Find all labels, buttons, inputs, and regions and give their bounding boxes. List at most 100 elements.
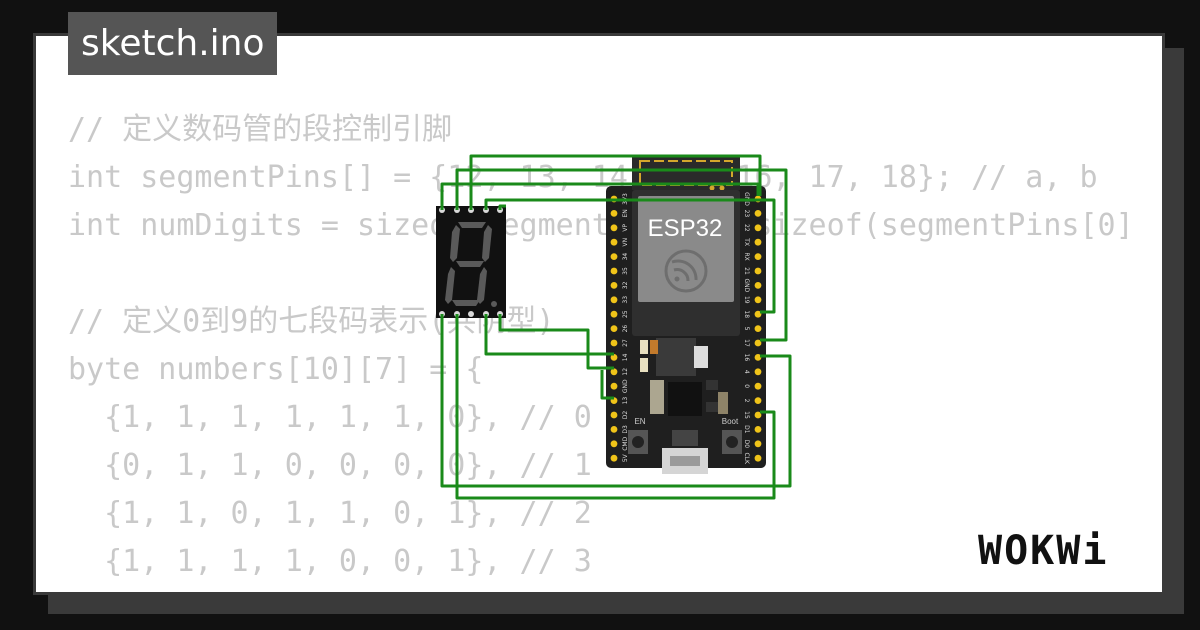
boot-label: Boot [722,417,739,426]
pin-label: D3 [622,425,629,434]
pin-0[interactable] [754,382,762,390]
pin-label: 27 [622,339,629,347]
pin-tx[interactable] [754,238,762,246]
code-line: {1, 1, 1, 1, 0, 0, 1}, // 3 [68,544,592,579]
pin-label: 33 [622,296,629,304]
pin-label: GND [743,279,750,293]
wire [440,314,792,488]
pin-34[interactable] [610,253,618,260]
pin-gnd[interactable] [754,282,762,289]
code-line: int segmentPins[] = {12, 13, 14, 15, 16,… [68,160,1098,195]
pin-d1[interactable] [754,426,762,433]
pin-label: 5V [622,453,629,462]
pin-clk[interactable] [754,454,762,462]
wire [484,198,776,314]
pin-label: 25 [622,310,629,318]
board-label: ESP32 [648,215,723,242]
pin-4[interactable] [754,368,762,376]
pin-en[interactable] [610,210,618,217]
pin-d0[interactable] [754,440,762,448]
pin-18[interactable] [754,310,762,318]
file-tab[interactable]: sketch.ino [68,12,278,75]
wire [600,370,614,400]
pin-label: TX [743,237,750,246]
pin-15[interactable] [754,411,762,419]
esp32-board[interactable]: ESP32 EN Boot [606,156,766,474]
pin-25[interactable] [610,310,618,318]
pin-label: 12 [622,368,629,376]
pin-label: VN [622,238,629,247]
pin-label: 16 [743,354,750,362]
pin-23[interactable] [754,210,762,217]
pin-22[interactable] [754,224,762,232]
pin-label: CMD [622,436,629,450]
pin-14[interactable] [610,354,618,361]
pin-5v[interactable] [610,454,618,462]
pin-rx[interactable] [754,253,762,260]
wire [498,314,614,370]
pin-label: 18 [743,310,750,318]
pin-16[interactable] [754,354,762,361]
pin-32[interactable] [610,282,618,289]
pin-21[interactable] [754,267,762,275]
pin-d2[interactable] [610,411,618,419]
pin-label: 34 [622,253,629,261]
pin-label: EN [622,209,629,217]
pin-label: 0 [743,384,750,388]
pin-35[interactable] [610,267,618,275]
espressif-logo-icon [664,249,708,293]
pin-label: 2 [743,399,750,403]
pin-label: 35 [622,267,629,275]
pin-2[interactable] [754,397,762,404]
pin-vn[interactable] [610,238,618,246]
segment-digit-icon [445,222,497,307]
pin-label: 26 [622,325,629,333]
pin-gnd[interactable] [610,382,618,390]
pin-label: 14 [622,353,629,361]
wire [469,154,762,210]
pin-17[interactable] [754,339,762,347]
pin-label: 21 [743,267,750,275]
code-line: // 定义数码管的段控制引脚 [68,112,453,147]
wire [455,314,776,500]
pin-label: 15 [743,411,750,419]
pin-d3[interactable] [610,426,618,433]
pin-19[interactable] [754,296,762,304]
pin-label: D0 [743,440,750,449]
code-line: byte numbers[10][7] = { [68,352,484,387]
pin-label: VP [622,224,629,232]
pin-27[interactable] [610,339,618,347]
pin-label: D2 [622,411,629,420]
wire [440,182,760,210]
pin-label: 19 [743,296,750,304]
wire [455,168,788,342]
pin-label: RX [743,252,750,260]
code-line: {1, 1, 1, 1, 1, 1, 0}, // 0 [68,400,592,435]
code-line: {1, 1, 0, 1, 1, 0, 1}, // 2 [68,496,592,531]
boot-button[interactable] [722,430,742,454]
pin-label: 5 [743,327,750,331]
pin-label: 32 [622,281,629,289]
pin-cmd[interactable] [610,440,618,448]
pin-label: 17 [743,339,750,347]
pin-label: D1 [743,425,750,434]
en-button[interactable] [628,430,648,454]
usb-port [662,430,708,474]
pin-label: 13 [622,397,629,405]
en-label: EN [634,417,645,426]
pin-label: 4 [743,370,750,374]
pin-33[interactable] [610,296,618,304]
pin-12[interactable] [610,368,618,376]
pin-5[interactable] [754,325,762,332]
pin-label: 22 [743,224,750,232]
wires [440,154,792,500]
pin-label: CLK [743,452,750,465]
wire [498,204,506,210]
pin-26[interactable] [610,325,618,332]
pin-label: 23 [743,210,750,218]
seven-segment-display[interactable] [436,206,506,318]
pin-vp[interactable] [610,224,618,232]
project-card: // 定义数码管的段控制引脚 int segmentPins[] = {12, 1… [33,33,1165,595]
wire [484,314,614,356]
